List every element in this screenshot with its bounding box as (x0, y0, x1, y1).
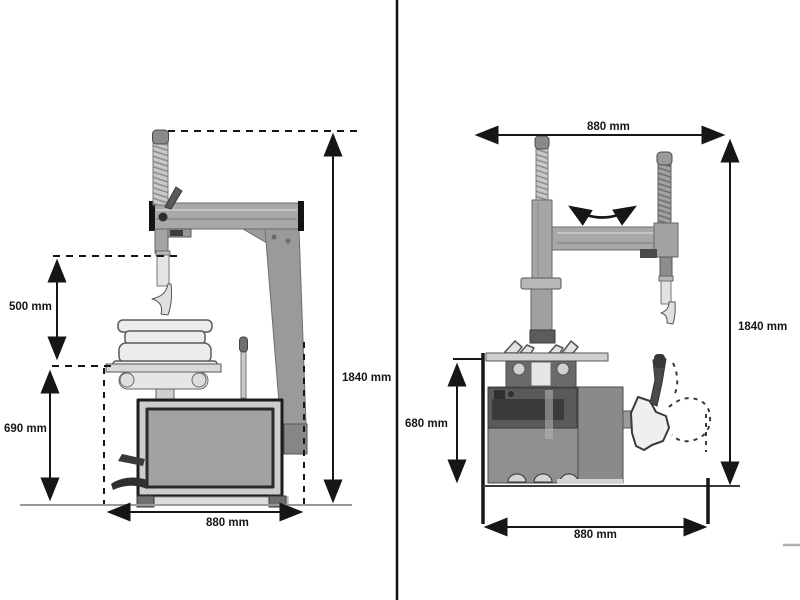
cabinet-knob (508, 391, 514, 397)
turntable-plate (105, 363, 222, 373)
clamp-jaw (548, 344, 564, 354)
rim-barrel (118, 342, 212, 364)
clamp-jaw (119, 372, 135, 388)
dim-label-880mm-bottom: 880 mm (574, 529, 617, 541)
tower-base-block (283, 423, 308, 455)
clamp-jaw (503, 340, 523, 354)
arm-end-cap (298, 201, 304, 231)
clamp-jaw (191, 372, 207, 388)
tower-bolt (285, 238, 291, 244)
dashed-blade (668, 397, 712, 443)
arm-end-cap (149, 201, 155, 231)
front-view-machine (485, 135, 712, 484)
clamp-jaw (561, 340, 579, 354)
mechanism-roller (512, 362, 526, 376)
pivot-bolt (158, 212, 168, 222)
wheel-rim (112, 319, 218, 369)
turntable-pedestal (155, 388, 175, 400)
front-view-dimensions (447, 125, 800, 547)
cabinet-highlight (545, 390, 553, 439)
turntable-plate (485, 352, 609, 362)
pedal (533, 473, 553, 483)
arm-head-block (653, 222, 679, 258)
cabinet-switch (494, 390, 505, 399)
dim-label-1840mm-front: 1840 mm (738, 321, 788, 333)
column-lower (530, 288, 553, 334)
dim-label-690mm: 690 mm (4, 423, 47, 435)
mount-shaft (156, 254, 170, 287)
pedal (118, 454, 145, 466)
arm-bracket-slot (170, 230, 183, 236)
tool-shaft-lower (660, 280, 672, 305)
bead-breaker-blade (630, 396, 670, 451)
base-plate (140, 496, 289, 506)
bead-breaker-open-position (668, 362, 712, 452)
rod-top-cap (656, 151, 673, 166)
pedal (111, 477, 147, 490)
dim-label-880mm-top: 880 mm (587, 121, 630, 133)
mechanism-center (530, 361, 552, 387)
base-strip (557, 479, 623, 484)
mount-demount-head (660, 301, 676, 325)
mount-demount-head (151, 283, 173, 316)
swing-arrow-icon (568, 205, 637, 226)
slide-shaft (154, 228, 169, 254)
cabinet-side (576, 386, 624, 484)
lock-lever (164, 186, 183, 210)
lever-rod (240, 345, 247, 399)
column-flange (520, 277, 562, 290)
rod-top-cap (534, 135, 550, 150)
side-view-dimensions (20, 130, 357, 522)
rim-neck (124, 330, 206, 345)
center-column (531, 199, 553, 279)
mechanism-roller (556, 362, 570, 376)
tower-bolt (271, 234, 277, 240)
rod-top-cap (152, 129, 169, 145)
column-foot (529, 329, 556, 344)
lever-grip (239, 336, 248, 353)
dim-label-880mm-side: 880 mm (206, 517, 249, 529)
cabinet-slot (492, 399, 564, 420)
lever-grip (654, 354, 665, 368)
dashed-lever (672, 362, 679, 397)
rim-top-flange (117, 319, 213, 333)
cabinet-panel (145, 407, 275, 489)
dim-label-680mm: 680 mm (405, 418, 448, 430)
tower-brace (242, 228, 268, 244)
pedal (507, 473, 527, 483)
shaft-collar (658, 275, 674, 282)
horizontal-arm (149, 202, 304, 230)
dim-label-1840mm-side: 1840 mm (342, 372, 392, 384)
dim-label-500mm: 500 mm (9, 301, 52, 313)
side-view-machine (105, 129, 308, 508)
tool-threaded-rod (657, 154, 672, 229)
arm-bracket (640, 249, 657, 258)
